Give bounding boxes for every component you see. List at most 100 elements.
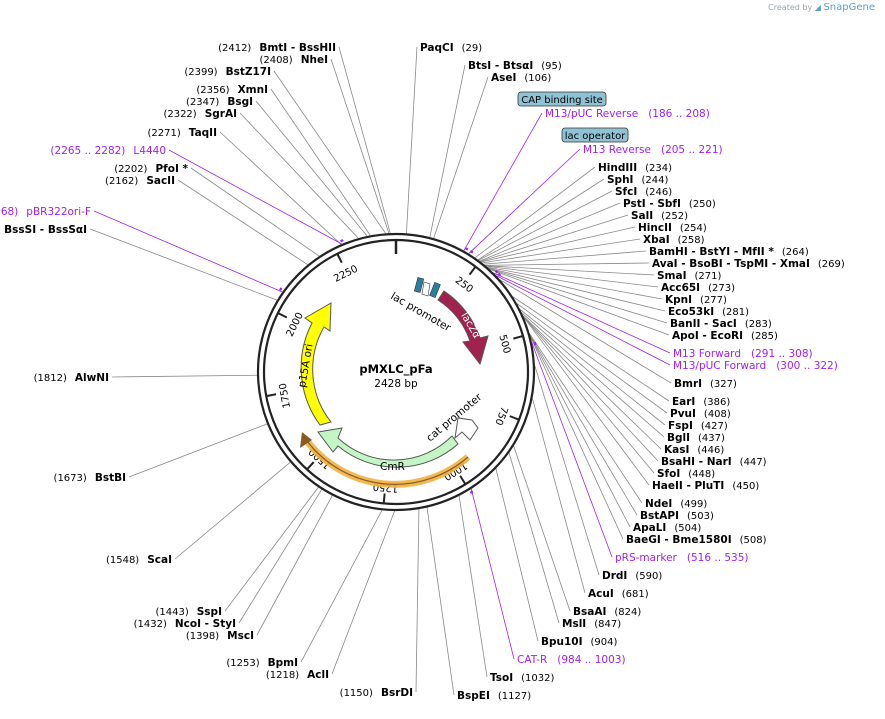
primer-pbr322ori-f: (2049 .. 2068)pBR322ori-F xyxy=(0,206,91,218)
enzyme-name: SfcI xyxy=(615,186,637,198)
enzyme-bstz17i-leader xyxy=(273,70,386,234)
lac-promoter-arrow xyxy=(421,281,431,297)
enzyme-name: ApaLI xyxy=(633,522,666,534)
primer-name: CAT-R xyxy=(517,654,547,666)
enzyme-name: PvuI xyxy=(670,408,696,420)
enzyme-sgrai: (2322)SgrAI xyxy=(163,108,237,120)
enzyme-tsoi-leader xyxy=(458,495,488,678)
enzyme-xbai: XbaI(258) xyxy=(643,234,705,246)
enzyme-name: MslI xyxy=(562,618,586,630)
enzyme-fspi: FspI(427) xyxy=(668,420,728,432)
primer-m13-fwd-leader xyxy=(493,272,671,354)
orange-band-inner xyxy=(306,440,469,485)
cap-site-box-small xyxy=(413,277,425,293)
enzyme-apoi: ApoI - EcoRI(285) xyxy=(672,330,778,342)
enzyme-bsrdi: (1150)BsrDI xyxy=(340,687,413,699)
enzyme-name: SphI xyxy=(607,174,633,186)
enzyme-position: (2412) xyxy=(218,43,251,54)
enzyme-bmri: BmrI(327) xyxy=(674,378,737,390)
enzyme-position: (246) xyxy=(645,187,672,198)
enzyme-position: (1432) xyxy=(134,619,167,630)
leader-lines xyxy=(89,46,672,696)
enzyme-bsgi-leader xyxy=(255,100,368,237)
enzyme-name: PaqCI xyxy=(420,42,454,54)
p15a-ori-arrow xyxy=(300,302,332,426)
enzyme-bspei: BspEI(1127) xyxy=(457,690,531,702)
enzyme-name: AseI xyxy=(491,72,516,84)
enzyme-position: (273) xyxy=(708,283,735,294)
enzyme-name: KpnI xyxy=(665,294,692,306)
enzyme-name: KasI xyxy=(664,444,689,456)
enzyme-position: (1673) xyxy=(54,473,87,484)
enzyme-position: (269) xyxy=(818,259,845,270)
credit-prefix: Created by xyxy=(768,3,813,12)
primer-m13puc-fwd: M13/pUC Forward(300 .. 322) xyxy=(673,360,838,372)
tick-mark xyxy=(277,312,288,319)
enzyme-name: EarI xyxy=(672,396,695,408)
enzyme-name: AvaI - BsoBI - TspMI - XmaI xyxy=(652,258,810,270)
tick-label: 500 xyxy=(496,334,512,355)
primer-name: pRS-marker xyxy=(615,552,678,564)
enzyme-taqii: (2271)TaqII xyxy=(148,127,218,139)
primer-marker xyxy=(278,287,283,291)
primer-name: M13/pUC Forward xyxy=(673,360,766,372)
enzyme-position: (1443) xyxy=(155,607,188,618)
enzyme-position: (234) xyxy=(645,163,672,174)
primer-marker xyxy=(533,341,537,346)
enzyme-bsaai: BsaAI(824) xyxy=(573,606,641,618)
enzyme-name: BmtI - BssHII xyxy=(259,42,336,54)
enzyme-baegi: BaeGI - Bme1580I(508) xyxy=(626,534,767,546)
enzyme-sali: SalI(252) xyxy=(631,210,688,222)
cap-site-callout-label: CAP binding site xyxy=(521,95,603,106)
enzyme-ncoi: (1432)NcoI - StyI xyxy=(134,618,236,630)
enzyme-position: (386) xyxy=(703,397,730,408)
enzyme-position: (2322) xyxy=(163,109,196,120)
enzyme-name: SacII xyxy=(146,175,175,187)
enzyme-apoi-leader xyxy=(489,268,670,336)
enzyme-msli-leader xyxy=(508,452,560,624)
enzyme-name: XmnI xyxy=(238,84,268,96)
enzyme-position: (283) xyxy=(745,319,772,330)
enzyme-bpmi: (1253)BpmI xyxy=(226,657,298,669)
enzyme-position: (271) xyxy=(695,271,722,282)
enzyme-name: BsgI xyxy=(227,96,253,108)
enzyme-position: (281) xyxy=(722,307,749,318)
enzyme-smai-leader xyxy=(485,265,655,276)
enzyme-bsaai-leader xyxy=(513,445,571,612)
enzyme-alwni-leader xyxy=(111,374,258,378)
enzyme-bpu10i-leader xyxy=(495,468,539,642)
primer-marker xyxy=(340,239,344,243)
enzyme-bspei-leader xyxy=(426,507,455,696)
plasmid-size: 2428 bp xyxy=(374,378,418,390)
tick-label: 1750 xyxy=(278,382,293,409)
primer-name: L4440 xyxy=(133,145,166,157)
enzyme-sphi: SphI(244) xyxy=(607,174,668,186)
enzyme-baegi-leader xyxy=(530,336,624,540)
enzyme-banii: BanII - SacI(283) xyxy=(670,318,772,330)
primer-position: (205 .. 221) xyxy=(661,144,723,156)
enzyme-bstbi-leader xyxy=(128,423,268,478)
enzyme-psti: PstI - SbfI(250) xyxy=(623,198,716,210)
enzyme-position: (427) xyxy=(701,421,728,432)
enzyme-position: (824) xyxy=(614,607,641,618)
enzyme-position: (2347) xyxy=(186,97,219,108)
enzyme-position: (1032) xyxy=(521,673,554,684)
enzyme-name: SfoI xyxy=(657,468,680,480)
enzyme-bgli: BglI(437) xyxy=(667,432,725,444)
enzyme-sspi-leader xyxy=(224,487,319,612)
enzyme-acc65i: Acc65I(273) xyxy=(661,282,735,294)
enzyme-name: BssSI - BssSαI xyxy=(4,224,87,236)
enzyme-acc65i-leader xyxy=(486,265,659,288)
snapgene-credit: Created by ◢ SnapGene xyxy=(768,2,875,13)
enzyme-position: (277) xyxy=(700,295,727,306)
enzyme-name: BpmI xyxy=(268,657,298,669)
enzyme-hindiii: HindIII(234) xyxy=(598,162,672,174)
enzyme-bmti-leader xyxy=(338,46,391,234)
enzyme-name: BglI xyxy=(667,432,690,444)
primer-name: M13 Forward xyxy=(673,348,741,360)
enzyme-xmni: (2356)XmnI xyxy=(196,84,268,96)
enzyme-bsahi-leader xyxy=(522,315,659,462)
enzyme-scai-leader xyxy=(174,461,291,560)
cap-site-callout-box xyxy=(517,91,607,107)
